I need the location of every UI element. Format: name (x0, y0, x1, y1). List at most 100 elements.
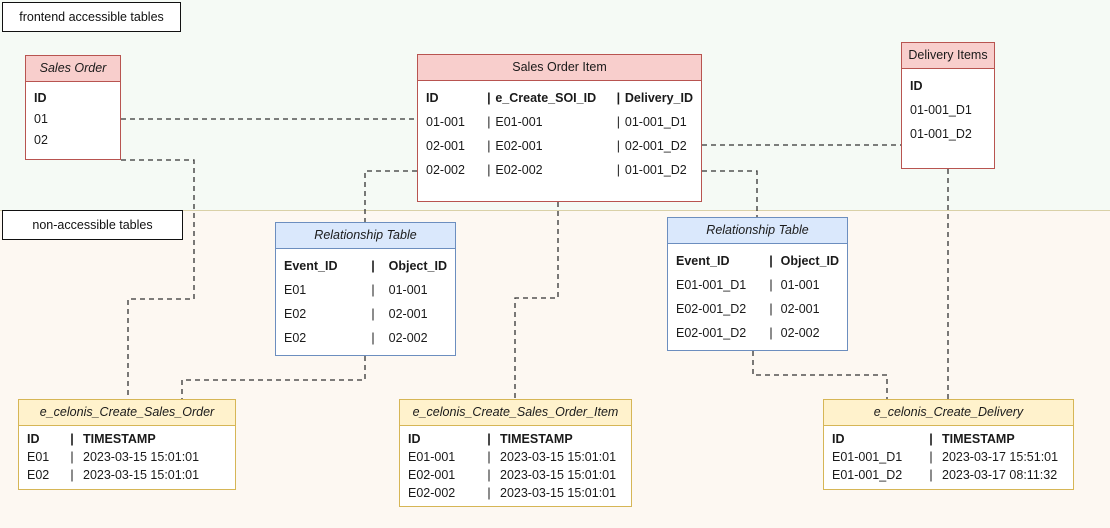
table-cell: E01-001_D1 (676, 278, 747, 292)
column-separator: | (769, 278, 773, 292)
column-separator: | (929, 450, 933, 464)
table-row: E02-001_D2|02-001 (676, 298, 839, 322)
column-header: e_Create_SOI_ID (495, 91, 597, 105)
table-cell: E02-002 (495, 163, 543, 177)
column-header: TIMESTAMP (500, 432, 573, 446)
table-cell: 2023-03-15 15:01:01 (500, 468, 617, 482)
table-cell: E02-001 (495, 139, 543, 153)
table-cell: E01-001 (408, 450, 456, 464)
column-separator: | (487, 468, 491, 482)
table-header-row: ID|e_Create_SOI_ID|Delivery_ID (426, 87, 693, 111)
column-separator: | (487, 115, 491, 129)
legend-frontend-label: frontend accessible tables (19, 10, 164, 24)
table-sales-order-grid: ID 01 02 (34, 88, 112, 151)
table-header-row: ID (910, 75, 986, 99)
column-separator: | (929, 432, 933, 446)
column-header: Event_ID (284, 259, 338, 273)
column-separator: | (70, 468, 74, 482)
table-event-create-sales-order-title: e_celonis_Create_Sales_Order (19, 400, 235, 426)
table-event-create-sales-order[interactable]: e_celonis_Create_Sales_Order ID|TIMESTAM… (18, 399, 236, 490)
table-cell: E02-001_D2 (676, 326, 747, 340)
column-header: TIMESTAMP (83, 432, 156, 446)
table-row: E02-001|2023-03-15 15:01:01 (408, 467, 623, 485)
column-header: ID (832, 432, 845, 446)
column-header: Object_ID (780, 254, 839, 268)
table-row: E02|02-001 (284, 303, 447, 327)
table-cell: 02-002 (780, 326, 820, 340)
table-cell: 02-001 (388, 307, 428, 321)
table-row: 01 (34, 109, 112, 130)
table-row: E02-001_D2|02-002 (676, 322, 839, 346)
table-cell: 01-001_D1 (624, 115, 687, 129)
column-separator: | (616, 91, 621, 105)
column-separator: | (487, 450, 491, 464)
table-row: 01-001|E01-001|01-001_D1 (426, 111, 693, 135)
column-separator: | (70, 432, 74, 446)
table-cell: 01-001_D2 (624, 163, 687, 177)
table-row: E02|2023-03-15 15:01:01 (27, 467, 227, 485)
column-separator: | (371, 283, 375, 297)
table-event-create-delivery-title: e_celonis_Create_Delivery (824, 400, 1073, 426)
table-cell: 02-001_D2 (624, 139, 687, 153)
table-cell: E01-001_D1 (832, 450, 903, 464)
column-separator: | (929, 468, 933, 482)
column-separator: | (487, 432, 491, 446)
table-cell: E01-001 (495, 115, 543, 129)
table-event-create-delivery-grid: ID | TIMESTAMP E01-001_D1 | 2023-03-17 15:51:… (832, 431, 1065, 485)
table-row: E01-001_D1|01-001 (676, 274, 839, 298)
column-separator: | (487, 91, 491, 105)
column-separator: | (769, 254, 773, 268)
table-cell: 2023-03-15 15:01:01 (500, 450, 617, 464)
table-sales-order-body: ID 01 02 (26, 82, 120, 151)
table-cell: 01 (34, 112, 48, 126)
table-relationship-2-title: Relationship Table (668, 218, 847, 244)
column-header: ID (408, 432, 421, 446)
table-event-create-sales-order-item-title: e_celonis_Create_Sales_Order_Item (400, 400, 631, 426)
table-cell: 2023-03-17 08:11:32 (942, 468, 1058, 482)
table-cell: 2023-03-17 15:51:01 (942, 450, 1059, 464)
table-cell: E02 (284, 331, 307, 345)
table-header-row: ID | TIMESTAMP (832, 431, 1065, 449)
legend-non-accessible-tables: non-accessible tables (2, 210, 183, 240)
column-header: ID (34, 91, 47, 105)
column-separator: | (371, 331, 375, 345)
column-separator: | (487, 486, 491, 500)
table-delivery-items-title: Delivery Items (902, 43, 994, 69)
table-cell: 02 (34, 133, 48, 147)
column-separator: | (769, 302, 773, 316)
table-row: 01-001_D2 (910, 123, 986, 147)
legend-frontend-accessible-tables: frontend accessible tables (2, 2, 181, 32)
table-event-create-sales-order-item[interactable]: e_celonis_Create_Sales_Order_Item ID | TIM… (399, 399, 632, 507)
table-row: 01-001_D1 (910, 99, 986, 123)
table-sales-order-title: Sales Order (26, 56, 120, 82)
table-row: E01|2023-03-15 15:01:01 (27, 449, 227, 467)
column-separator: | (487, 163, 491, 177)
column-header: TIMESTAMP (942, 432, 1015, 446)
legend-non-accessible-label: non-accessible tables (32, 218, 153, 232)
table-cell: 01-001 (426, 115, 465, 129)
table-cell: 2023-03-15 15:01:01 (500, 486, 617, 500)
table-cell: 2023-03-15 15:01:01 (83, 468, 200, 482)
column-separator: | (616, 139, 620, 153)
table-cell: 01-001 (388, 283, 428, 297)
table-relationship-1-title: Relationship Table (276, 223, 455, 249)
table-row: 02-002|E02-002|01-001_D2 (426, 159, 693, 183)
table-sales-order-item[interactable]: Sales Order Item ID|e_Create_SOI_ID|Deli… (417, 54, 702, 202)
column-header: Object_ID (388, 259, 447, 273)
table-header-row: ID (34, 88, 112, 109)
table-sales-order[interactable]: Sales Order ID 01 02 (25, 55, 121, 160)
table-event-create-delivery[interactable]: e_celonis_Create_Delivery ID | TIMESTAMP E0… (823, 399, 1074, 490)
